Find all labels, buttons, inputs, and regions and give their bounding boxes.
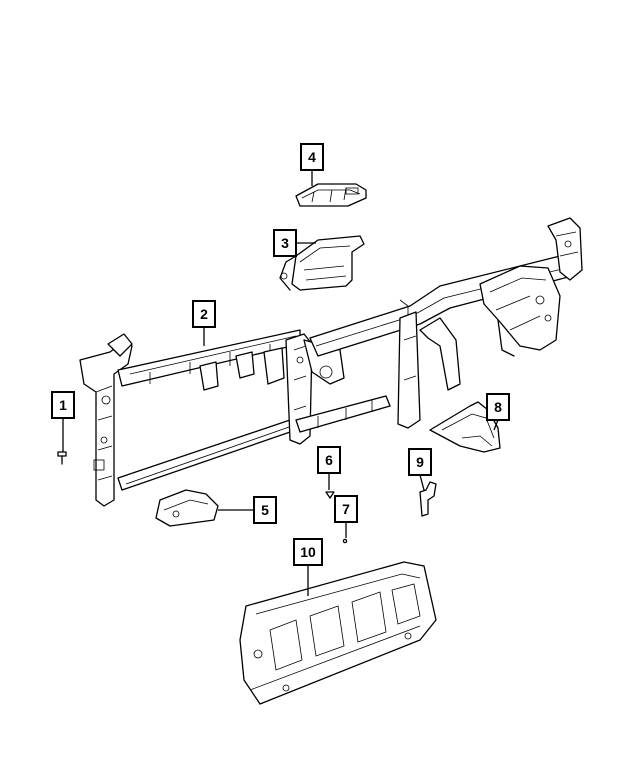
callout-5: 5: [218, 496, 277, 524]
callout-6-label: 6: [325, 452, 333, 468]
callout-1-label: 1: [59, 397, 67, 413]
callout-9-label: 9: [416, 454, 424, 470]
part-1-bolt: [57, 451, 67, 465]
callout-10-label: 10: [300, 544, 316, 560]
callout-9: 9: [408, 448, 432, 491]
callout-7: 7: [334, 495, 358, 538]
part-9-bracket: [419, 481, 437, 517]
callout-6: 6: [317, 446, 341, 490]
callout-10: 10: [293, 538, 323, 596]
callout-3: 3: [273, 229, 316, 257]
part-4-bracket: [295, 183, 367, 207]
callout-3-label: 3: [281, 235, 289, 251]
part-10-panel: [239, 561, 437, 705]
part-6-screw: [325, 491, 335, 499]
callout-4: 4: [300, 143, 324, 186]
callout-7-label: 7: [342, 501, 350, 517]
callout-5-label: 5: [261, 502, 269, 518]
callout-1: 1: [51, 391, 75, 452]
callout-4-label: 4: [308, 149, 316, 165]
callout-8: 8: [486, 393, 510, 431]
part-5-bracket: [155, 489, 219, 527]
callout-2: 2: [192, 300, 216, 346]
callout-2-label: 2: [200, 306, 208, 322]
callout-8-label: 8: [494, 399, 502, 415]
cross-car-beam: [79, 217, 583, 507]
part-7-clip: [342, 538, 348, 544]
part-8-shield: [429, 401, 501, 453]
part-3-bracket: [279, 235, 365, 291]
